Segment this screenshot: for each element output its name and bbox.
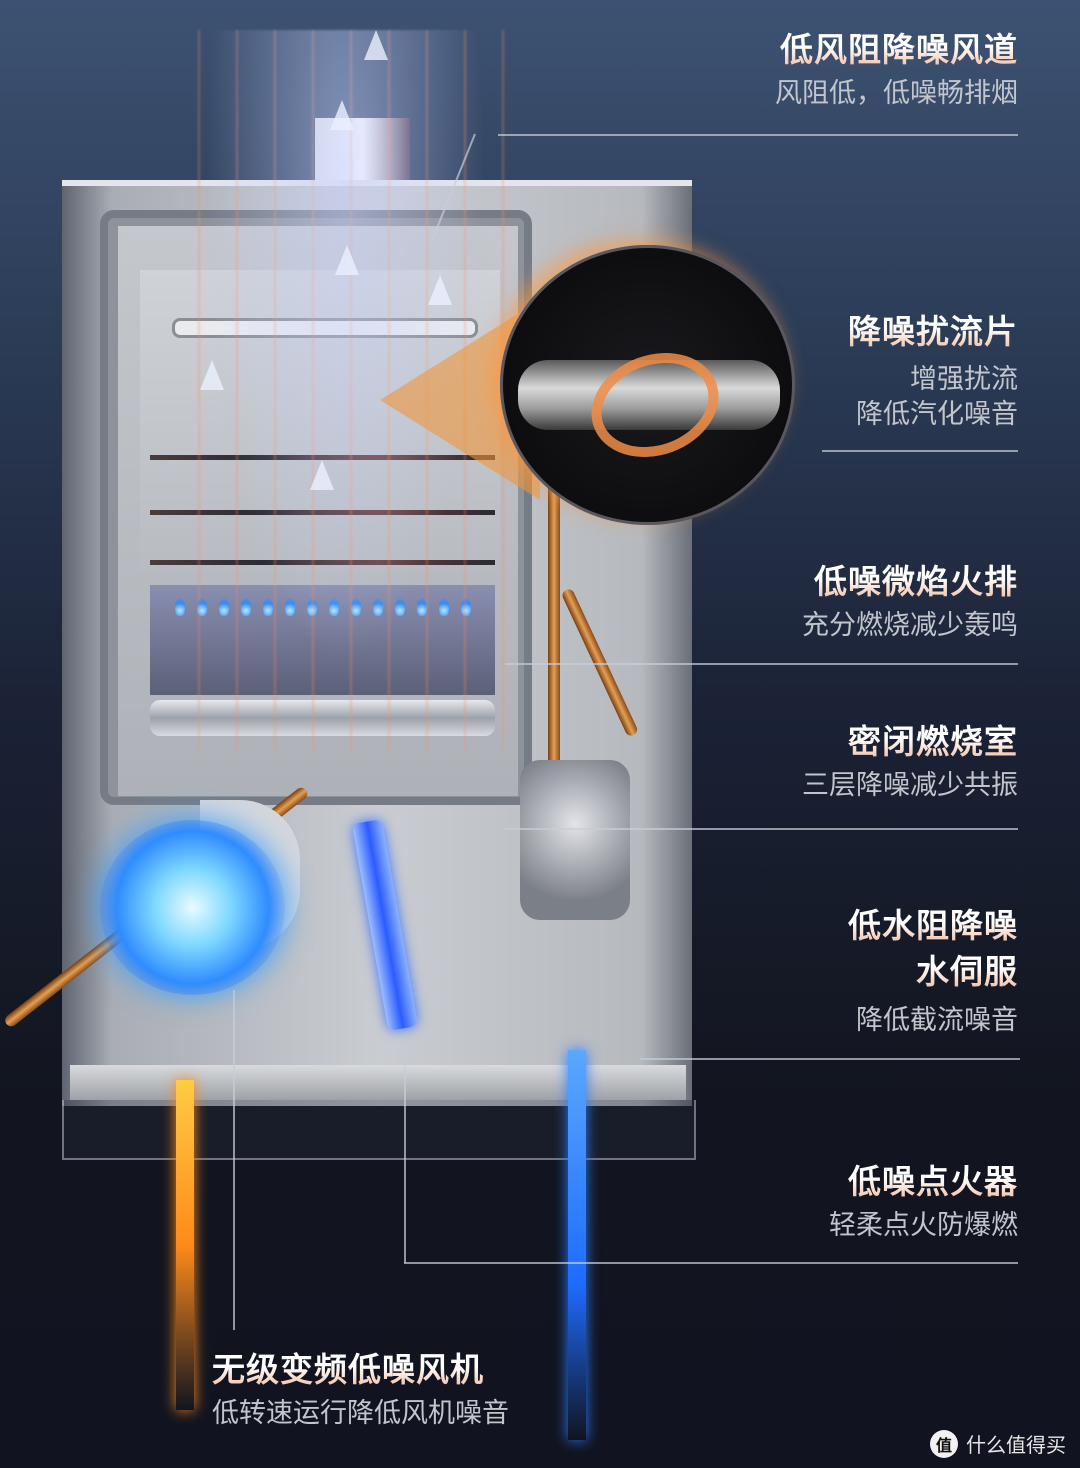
fan-icon	[100, 820, 285, 995]
feature-title: 无级变频低噪风机	[212, 1350, 509, 1390]
copper-pipe	[548, 480, 560, 780]
leader-line	[498, 134, 1018, 136]
feature-subtitle: 增强扰流	[910, 363, 1018, 395]
water-servo-valve	[520, 760, 630, 920]
leader-line	[640, 1058, 1020, 1060]
turbulator-tube	[518, 360, 780, 430]
up-arrow-icon	[200, 360, 224, 390]
up-arrow-icon	[335, 245, 359, 275]
cold-water-pipe	[568, 1050, 586, 1440]
feature-subtitle: 轻柔点火防爆燃	[829, 1209, 1018, 1241]
feature-burner: 低噪微焰火排 充分燃烧减少轰鸣	[802, 562, 1018, 643]
feature-title: 低噪点火器	[829, 1162, 1018, 1202]
feature-fan: 无级变频低噪风机 低转速运行降低风机噪音	[212, 1350, 509, 1431]
feature-subtitle: 充分燃烧减少轰鸣	[802, 609, 1018, 641]
feature-title: 水伺服	[848, 952, 1018, 992]
heater-floor	[70, 1065, 686, 1100]
up-arrow-icon	[310, 460, 334, 490]
feature-subtitle: 低转速运行降低风机噪音	[212, 1397, 509, 1429]
leader-line	[404, 1262, 1018, 1264]
up-arrow-icon	[364, 30, 388, 60]
feature-subtitle: 降低汽化噪音	[856, 398, 1018, 430]
hot-water-pipe	[176, 1080, 194, 1410]
feature-turbulator: 降噪扰流片 增强扰流 降低汽化噪音	[848, 312, 1018, 432]
feature-subtitle: 风阻低，低噪畅排烟	[775, 77, 1018, 109]
feature-title: 密闭燃烧室	[802, 722, 1018, 762]
feature-subtitle: 降低截流噪音	[856, 1005, 1018, 1037]
leader-line	[233, 990, 235, 1330]
watermark-text: 什么值得买	[966, 1433, 1066, 1457]
leader-line	[404, 1060, 406, 1263]
feature-title: 低风阻降噪风道	[775, 30, 1018, 70]
watermark-logo-icon: 值	[930, 1429, 958, 1458]
feature-subtitle: 三层降噪减少共振	[802, 769, 1018, 801]
feature-title: 降噪扰流片	[848, 312, 1018, 351]
watermark: 值 什么值得买	[930, 1429, 1066, 1458]
feature-sealed-chamber: 密闭燃烧室 三层降噪减少共振	[802, 722, 1018, 803]
feature-igniter: 低噪点火器 轻柔点火防爆燃	[829, 1162, 1018, 1243]
up-arrow-icon	[330, 100, 354, 130]
leader-line	[505, 663, 1018, 665]
feature-title: 低噪微焰火排	[802, 562, 1018, 602]
leader-line	[822, 450, 1018, 452]
heater-base-frame	[62, 1100, 696, 1160]
feature-air-duct: 低风阻降噪风道 风阻低，低噪畅排烟	[775, 30, 1018, 111]
up-arrow-icon	[428, 275, 452, 305]
leader-line	[505, 828, 1018, 830]
feature-title: 低水阻降噪	[848, 906, 1018, 945]
feature-water-servo: 低水阻降噪 水伺服 降低截流噪音	[848, 906, 1018, 1038]
